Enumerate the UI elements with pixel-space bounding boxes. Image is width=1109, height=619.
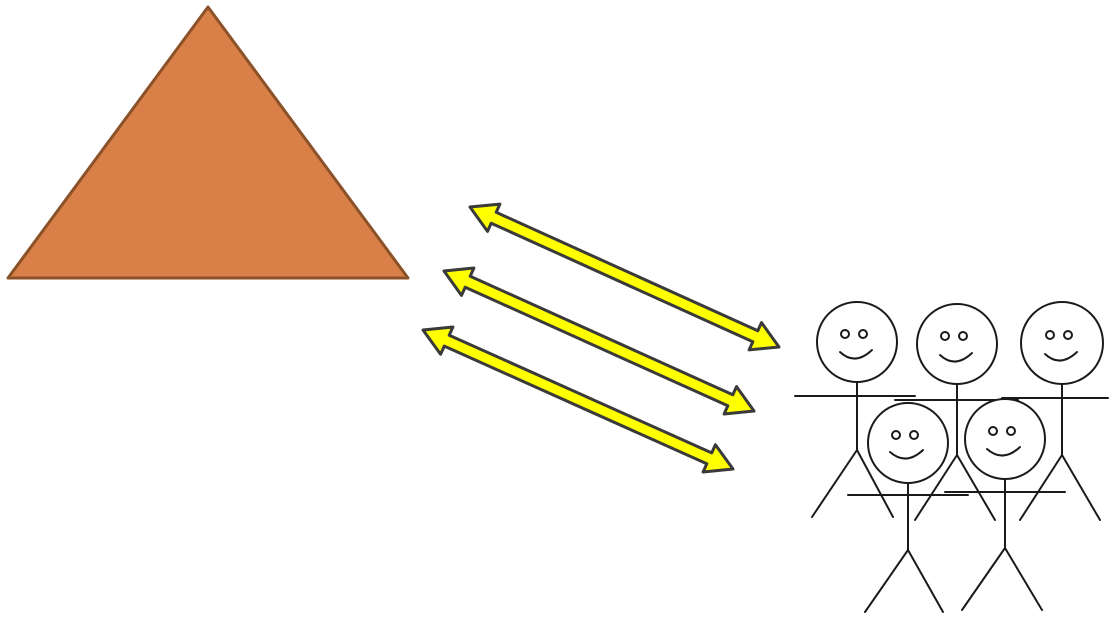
double-arrow-bottom bbox=[421, 325, 735, 474]
stick-figure-back-center-icon bbox=[894, 303, 1019, 521]
people-group-icon bbox=[794, 301, 1109, 613]
double-arrow-middle bbox=[442, 266, 756, 416]
stick-figure-front-right-icon bbox=[944, 398, 1066, 611]
arrow-group bbox=[421, 202, 781, 474]
stick-figure-back-right-icon bbox=[1001, 301, 1109, 521]
orange-triangle bbox=[6, 5, 410, 280]
stick-figure-back-left-icon bbox=[794, 301, 916, 518]
double-arrow-top bbox=[468, 202, 781, 352]
stick-figure-front-left-icon bbox=[847, 402, 969, 613]
